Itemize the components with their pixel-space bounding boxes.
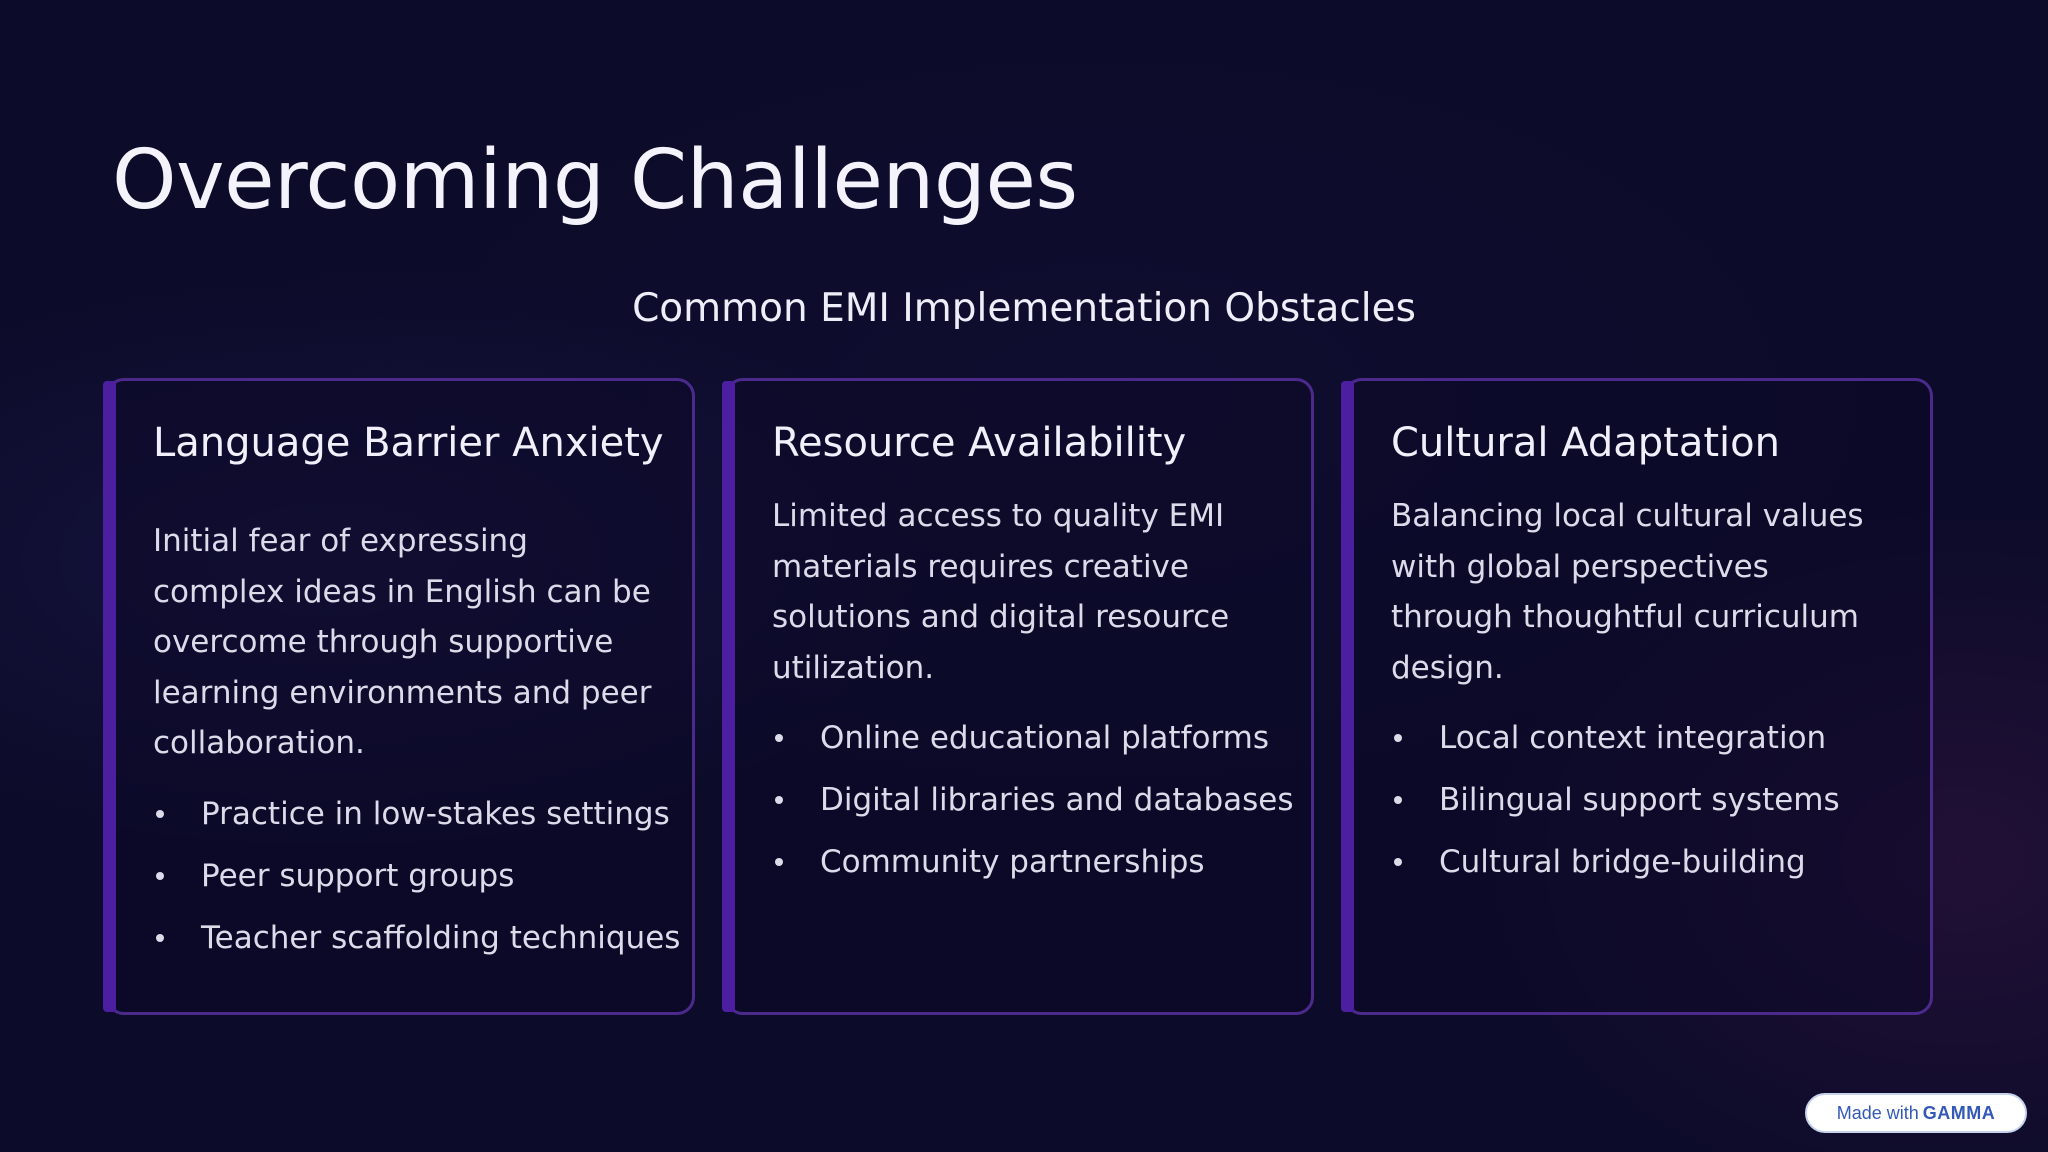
bullet-text: Practice in low-stakes settings (201, 795, 670, 832)
list-item: Local context integration (1391, 707, 1896, 769)
list-item: Online educational platforms (772, 707, 1277, 769)
list-item: Bilingual support systems (1391, 769, 1896, 831)
bullet-dot-icon (775, 734, 783, 742)
bullet-dot-icon (1394, 734, 1402, 742)
challenge-card-resource-availability: Resource Availability Limited access to … (722, 378, 1314, 1015)
bullet-dot-icon (775, 796, 783, 804)
card-title: Language Barrier Anxiety (153, 420, 664, 466)
list-item: Teacher scaffolding techniques (153, 907, 680, 969)
bullet-text: Bilingual support systems (1439, 782, 1840, 818)
bullet-text: Community partnerships (820, 844, 1205, 880)
card-title: Cultural Adaptation (1391, 420, 1780, 466)
bullet-text: Peer support groups (201, 857, 515, 894)
bullet-text: Teacher scaffolding techniques (201, 919, 681, 956)
bullet-text: Online educational platforms (820, 720, 1270, 756)
card-bullet-list: Local context integration Bilingual supp… (1391, 707, 1896, 893)
card-bullet-list: Online educational platforms Digital lib… (772, 707, 1294, 893)
card-description: Initial fear of expressing complex ideas… (153, 523, 652, 761)
slide-subtitle: Common EMI Implementation Obstacles (632, 286, 1416, 331)
bullet-text: Local context integration (1439, 720, 1827, 756)
card-accent-bar (103, 381, 116, 1012)
bullet-text: Digital libraries and databases (820, 782, 1294, 818)
list-item: Cultural bridge-building (1391, 831, 1896, 893)
bullet-dot-icon (156, 871, 164, 880)
card-description: Limited access to quality EMI materials … (772, 498, 1230, 686)
card-title: Resource Availability (772, 420, 1187, 466)
card-description: Balancing local cultural values with glo… (1391, 498, 1864, 686)
bullet-dot-icon (1394, 858, 1402, 866)
bullet-dot-icon (156, 809, 164, 818)
list-item: Practice in low-stakes settings (153, 783, 670, 845)
badge-prefix: Made with (1836, 1102, 1919, 1123)
list-item: Digital libraries and databases (772, 769, 1294, 831)
card-body: Cultural Adaptation Balancing local cult… (1391, 417, 1896, 893)
card-bullet-list: Practice in low-stakes settings Peer sup… (153, 783, 680, 969)
page-title: Overcoming Challenges (112, 133, 1078, 228)
card-body: Resource Availability Limited access to … (772, 417, 1294, 893)
made-with-gamma-badge[interactable]: Made with GAMMA (1805, 1093, 2027, 1133)
bullet-dot-icon (1394, 796, 1402, 804)
challenge-card-cultural-adaptation: Cultural Adaptation Balancing local cult… (1341, 378, 1933, 1015)
list-item: Community partnerships (772, 831, 1277, 893)
card-body: Language Barrier Anxiety Initial fear of… (153, 417, 680, 969)
card-accent-bar (1341, 381, 1354, 1012)
list-item: Peer support groups (153, 845, 658, 907)
bullet-text: Cultural bridge-building (1439, 844, 1806, 880)
gamma-logo: GAMMA (1922, 1102, 1996, 1123)
card-accent-bar (722, 381, 735, 1012)
challenge-card-language-barrier: Language Barrier Anxiety Initial fear of… (103, 378, 695, 1015)
bullet-dot-icon (775, 858, 783, 866)
bullet-dot-icon (156, 933, 164, 942)
